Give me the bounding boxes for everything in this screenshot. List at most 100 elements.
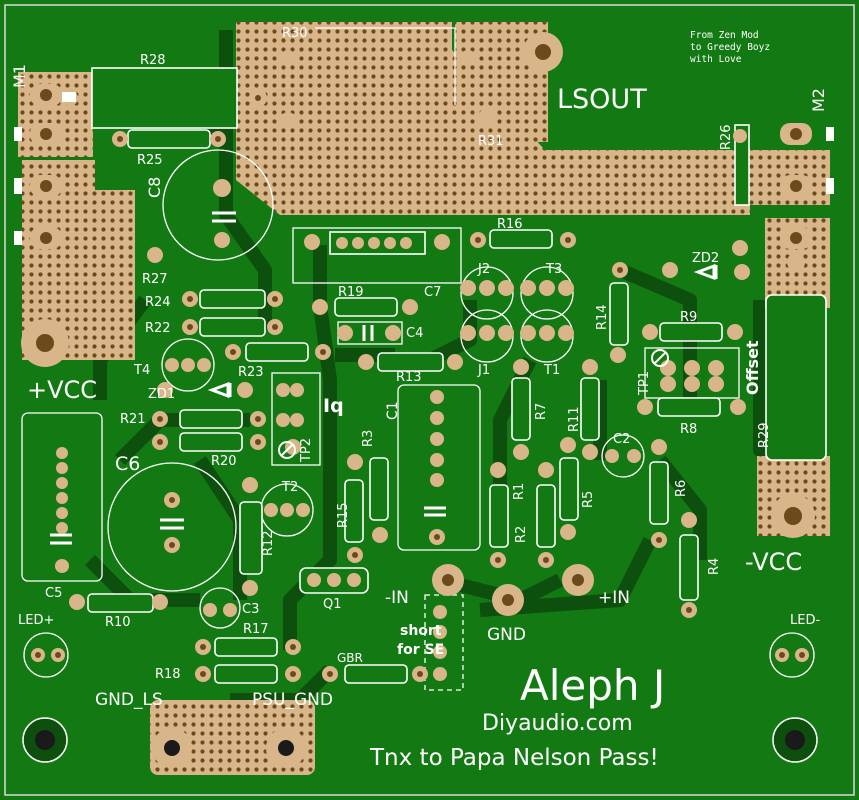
r21-body — [179, 409, 243, 429]
r30-outline — [315, 27, 456, 105]
designator-c6: C6 — [115, 453, 140, 475]
designator-r31: R31 — [478, 134, 504, 149]
designator-r8: R8 — [680, 422, 697, 437]
r11-body — [580, 377, 600, 441]
r10-body — [87, 593, 154, 613]
designator-c8: C8 — [145, 177, 164, 198]
r20-body — [179, 432, 243, 452]
label-offset: Offset — [743, 340, 762, 395]
designator-t4: T4 — [133, 363, 150, 378]
thanks-line: Tnx to Papa Nelson Pass! — [369, 745, 659, 771]
label-lsout: LSOUT — [557, 84, 647, 115]
r1-body — [489, 484, 509, 548]
resistor-bodies — [87, 67, 827, 684]
designator-c3: C3 — [242, 602, 259, 617]
edge-connector-marks — [14, 92, 834, 245]
r23-body — [245, 342, 309, 362]
large-pads — [21, 32, 818, 768]
designator-tp1: TP1 — [637, 371, 652, 396]
c6-outline — [107, 462, 237, 592]
label-vcc-neg: -VCC — [745, 548, 802, 576]
r22-body — [199, 317, 266, 337]
r29-body — [765, 294, 827, 461]
designator-r7: R7 — [534, 403, 549, 420]
c3-outline — [199, 587, 241, 629]
led-pos-outline — [23, 632, 69, 678]
c7-outline — [292, 227, 462, 284]
label-psu-gnd: PSU_GND — [252, 690, 333, 710]
designator-q1: Q1 — [323, 597, 342, 612]
r13-body — [377, 352, 444, 372]
designator-r18: R18 — [155, 667, 181, 682]
r3-body — [369, 457, 389, 521]
designator-r27: R27 — [142, 272, 168, 287]
r4-body — [679, 534, 699, 601]
r12-body — [239, 501, 263, 575]
designator-j2: J2 — [477, 262, 490, 277]
designator-r3: R3 — [361, 430, 376, 447]
r26-body — [734, 124, 750, 206]
label-m1: M1 — [10, 64, 29, 88]
led-neg-outline — [769, 632, 815, 678]
label-gbr: GBR — [337, 651, 363, 665]
designator-r1: R1 — [512, 483, 527, 500]
board-outline — [4, 4, 855, 796]
label-led-neg: LED- — [790, 613, 820, 628]
designator-r10: R10 — [105, 615, 131, 630]
r25-body — [127, 129, 211, 149]
designator-r23: R23 — [238, 365, 264, 380]
designator-r15: R15 — [336, 502, 351, 528]
designator-r11: R11 — [567, 406, 582, 432]
gbr-body — [344, 664, 408, 684]
designator-c4: C4 — [406, 326, 423, 341]
polarity-symbols — [50, 211, 718, 545]
designator-tp2: TP2 — [299, 438, 314, 463]
designator-r22: R22 — [145, 321, 171, 336]
designator-c1: C1 — [385, 401, 401, 420]
designator-c7: C7 — [424, 285, 441, 300]
designator-r12: R12 — [261, 530, 276, 556]
label-iq: Iq — [323, 395, 344, 417]
label-gnd-ls: GND_LS — [95, 690, 163, 710]
small-pads — [31, 50, 809, 682]
silkscreen-text: From Zen Mod to Greedy Boyz with Love Al… — [10, 26, 828, 771]
designator-j1: J1 — [477, 363, 490, 378]
designator-zd1: ZD1 — [148, 387, 175, 402]
site-name: Diyaudio.com — [482, 711, 633, 736]
designator-r9: R9 — [680, 310, 697, 325]
r6-body — [649, 461, 669, 525]
designator-r16: R16 — [497, 217, 523, 232]
designator-r4: R4 — [707, 558, 722, 575]
designator-r14: R14 — [595, 304, 610, 330]
r16-body — [489, 229, 553, 249]
short-note-line-1: short — [400, 623, 442, 639]
label-m2: M2 — [809, 88, 828, 112]
credit-line-2: to Greedy Boyz — [690, 42, 770, 53]
designator-r30: R30 — [282, 26, 308, 41]
short-note-line-2: for SE — [397, 642, 444, 658]
designator-t2: T2 — [281, 480, 298, 495]
r5-body — [559, 457, 579, 521]
r2-body — [536, 484, 556, 548]
c1-outline — [397, 384, 481, 551]
designator-c2: C2 — [613, 432, 630, 447]
designator-r6: R6 — [674, 480, 689, 497]
tp2-outline — [271, 372, 321, 466]
label-in-neg: -IN — [385, 588, 409, 608]
r24-body — [199, 289, 266, 309]
c6-rect-outline — [21, 412, 103, 582]
t4-outline — [161, 338, 215, 392]
r15-body — [344, 479, 364, 543]
designator-r24: R24 — [145, 295, 171, 310]
board-title: Aleph J — [520, 661, 665, 710]
designator-r17: R17 — [243, 622, 269, 637]
r18-body — [214, 664, 278, 684]
trimmer-marks — [278, 349, 669, 459]
designator-r5: R5 — [581, 491, 596, 508]
label-gnd: GND — [487, 625, 526, 645]
designator-r2: R2 — [514, 526, 529, 543]
designator-t3: T3 — [545, 262, 562, 277]
designator-r20: R20 — [211, 454, 237, 469]
designator-c5: C5 — [45, 586, 62, 601]
